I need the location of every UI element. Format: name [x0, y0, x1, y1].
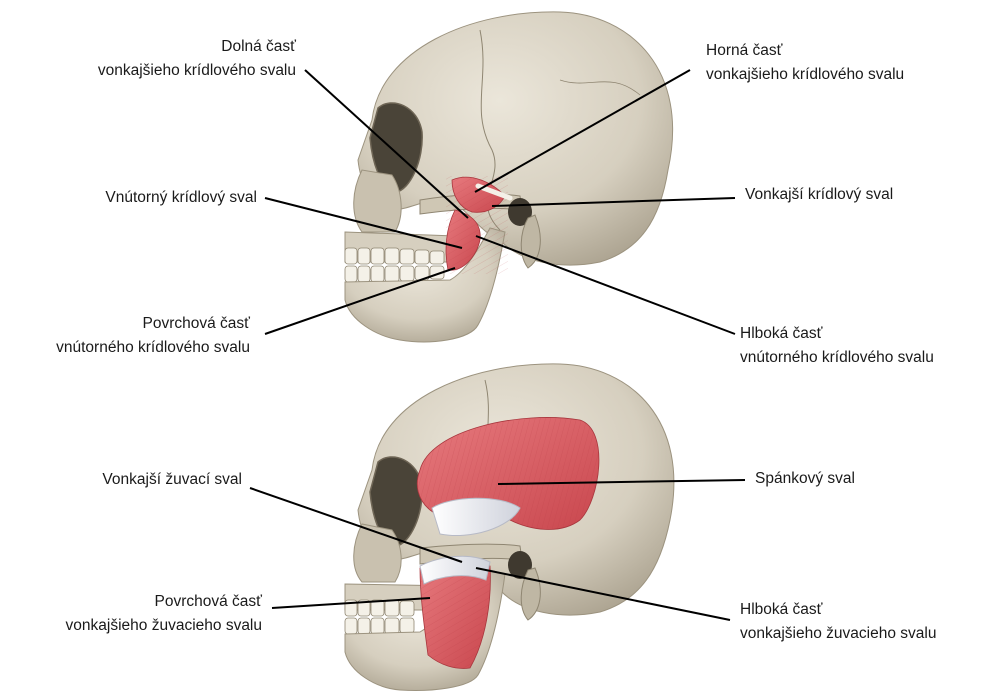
label-superficial-masseter-line2: vonkajšieho žuvacieho svalu: [66, 614, 262, 638]
label-deep-masseter-line1: Hlboká časť: [740, 598, 936, 622]
label-superficial-medial-pterygoid: Povrchová časť vnútorného krídlového sva…: [56, 312, 250, 360]
label-superficial-medial-pterygoid-line1: Povrchová časť: [56, 312, 250, 336]
label-lower-lateral-pterygoid: Dolná časť vonkajšieho krídlového svalu: [98, 35, 296, 83]
label-superficial-medial-pterygoid-line2: vnútorného krídlového svalu: [56, 336, 250, 360]
label-upper-lateral-pterygoid-line2: vonkajšieho krídlového svalu: [706, 63, 904, 87]
label-deep-medial-pterygoid-line2: vnútorného krídlového svalu: [740, 346, 934, 370]
label-superficial-masseter-line1: Povrchová časť: [66, 590, 262, 614]
label-superficial-masseter: Povrchová časť vonkajšieho žuvacieho sva…: [66, 590, 262, 638]
label-deep-masseter-line2: vonkajšieho žuvacieho svalu: [740, 622, 936, 646]
label-lateral-pterygoid: Vonkajší krídlový sval: [745, 183, 893, 207]
label-temporalis-text: Spánkový sval: [755, 467, 855, 491]
label-deep-medial-pterygoid-line1: Hlboká časť: [740, 322, 934, 346]
label-masseter-text: Vonkajší žuvací sval: [102, 468, 242, 492]
label-deep-medial-pterygoid: Hlboká časť vnútorného krídlového svalu: [740, 322, 934, 370]
label-masseter: Vonkajší žuvací sval: [102, 468, 242, 492]
label-lower-lateral-pterygoid-line2: vonkajšieho krídlového svalu: [98, 59, 296, 83]
label-medial-pterygoid: Vnútorný krídlový sval: [105, 186, 257, 210]
label-upper-lateral-pterygoid-line1: Horná časť: [706, 39, 904, 63]
label-temporalis: Spánkový sval: [755, 467, 855, 491]
label-medial-pterygoid-text: Vnútorný krídlový sval: [105, 186, 257, 210]
label-upper-lateral-pterygoid: Horná časť vonkajšieho krídlového svalu: [706, 39, 904, 87]
label-deep-masseter: Hlboká časť vonkajšieho žuvacieho svalu: [740, 598, 936, 646]
label-lateral-pterygoid-text: Vonkajší krídlový sval: [745, 183, 893, 207]
label-lower-lateral-pterygoid-line1: Dolná časť: [98, 35, 296, 59]
bottom-skull: [345, 364, 674, 691]
